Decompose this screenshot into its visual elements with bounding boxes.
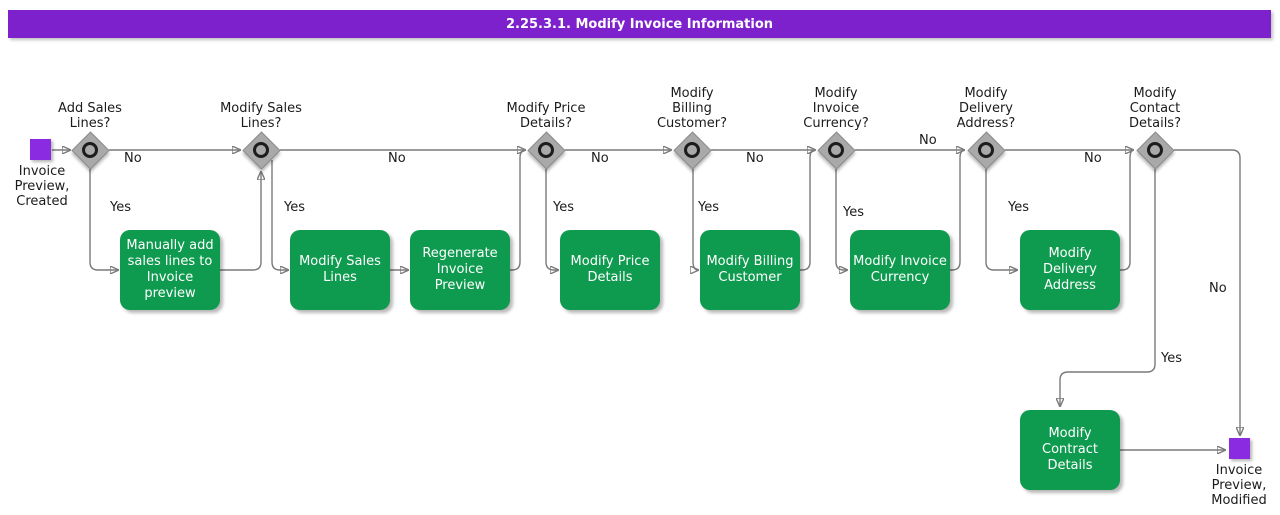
label-yes-modify-contact-details: Yes xyxy=(1161,351,1182,366)
label-no-add-sales-lines: No xyxy=(124,151,142,166)
decision-label-modify-delivery-address: Modify Delivery Address? xyxy=(956,86,1016,131)
end-node xyxy=(1229,438,1250,459)
diamond-ring-icon xyxy=(1147,142,1163,158)
activity-label: Regenerate Invoice Preview xyxy=(422,246,498,293)
diagram-title: 2.25.3.1. Modify Invoice Information xyxy=(505,16,774,32)
label-no-modify-billing-customer: No xyxy=(746,151,764,166)
label-no-modify-contact-details: No xyxy=(1209,281,1227,296)
diamond-ring-icon xyxy=(828,142,844,158)
label-no-modify-price-details: No xyxy=(591,151,609,166)
activity-modify-delivery-address: Modify Delivery Address xyxy=(1020,230,1120,310)
decision-label-modify-contact-details: Modify Contact Details? xyxy=(1129,86,1181,131)
label-no-modify-delivery-address: No xyxy=(1084,151,1102,166)
activity-label: Modify Billing Customer xyxy=(706,254,794,285)
label-yes-modify-invoice-currency: Yes xyxy=(843,205,864,220)
decision-label-modify-invoice-currency: Modify Invoice Currency? xyxy=(803,86,869,131)
activity-manually-add-sales-lines: Manually add sales lines to Invoice prev… xyxy=(120,230,220,310)
decision-label-modify-billing-customer: Modify Billing Customer? xyxy=(656,86,728,131)
decision-modify-sales-lines xyxy=(241,130,281,170)
label-no-modify-sales-lines: No xyxy=(388,151,406,166)
activity-label: Modify Delivery Address xyxy=(1043,246,1097,293)
decision-label-add-sales-lines: Add Sales Lines? xyxy=(58,101,122,131)
activity-label: Modify Sales Lines xyxy=(299,254,381,285)
decision-modify-price-details xyxy=(526,130,566,170)
activity-modify-contract-details: Modify Contract Details xyxy=(1020,410,1120,490)
activity-label: Modify Invoice Currency xyxy=(853,254,947,285)
activity-label: Modify Contract Details xyxy=(1042,426,1098,473)
start-node-label: Invoice Preview, Created xyxy=(14,164,70,209)
start-node xyxy=(30,139,51,160)
decision-label-modify-price-details: Modify Price Details? xyxy=(506,101,586,131)
activity-modify-billing-customer: Modify Billing Customer xyxy=(700,230,800,310)
decision-add-sales-lines xyxy=(70,130,110,170)
decision-label-modify-sales-lines: Modify Sales Lines? xyxy=(220,101,302,131)
activity-modify-invoice-currency: Modify Invoice Currency xyxy=(850,230,950,310)
decision-modify-billing-customer xyxy=(672,130,712,170)
label-yes-modify-sales-lines: Yes xyxy=(284,200,305,215)
end-node-label: Invoice Preview, Modified xyxy=(1211,463,1267,508)
activity-label: Modify Price Details xyxy=(570,254,650,285)
label-yes-modify-billing-customer: Yes xyxy=(698,200,719,215)
decision-modify-contact-details xyxy=(1135,130,1175,170)
label-yes-modify-price-details: Yes xyxy=(553,200,574,215)
diamond-ring-icon xyxy=(684,142,700,158)
activity-modify-sales-lines: Modify Sales Lines xyxy=(290,230,390,310)
diamond-ring-icon xyxy=(538,142,554,158)
diamond-ring-icon xyxy=(82,142,98,158)
label-yes-add-sales-lines: Yes xyxy=(110,200,131,215)
activity-regenerate-invoice-preview: Regenerate Invoice Preview xyxy=(410,230,510,310)
activity-modify-price-details: Modify Price Details xyxy=(560,230,660,310)
decision-modify-invoice-currency xyxy=(816,130,856,170)
decision-modify-delivery-address xyxy=(966,130,1006,170)
label-yes-modify-delivery-address: Yes xyxy=(1008,200,1029,215)
diamond-ring-icon xyxy=(978,142,994,158)
diamond-ring-icon xyxy=(253,142,269,158)
label-no-modify-invoice-currency: No xyxy=(919,133,937,148)
title-bar: 2.25.3.1. Modify Invoice Information xyxy=(8,10,1271,38)
activity-label: Manually add sales lines to Invoice prev… xyxy=(126,238,214,301)
